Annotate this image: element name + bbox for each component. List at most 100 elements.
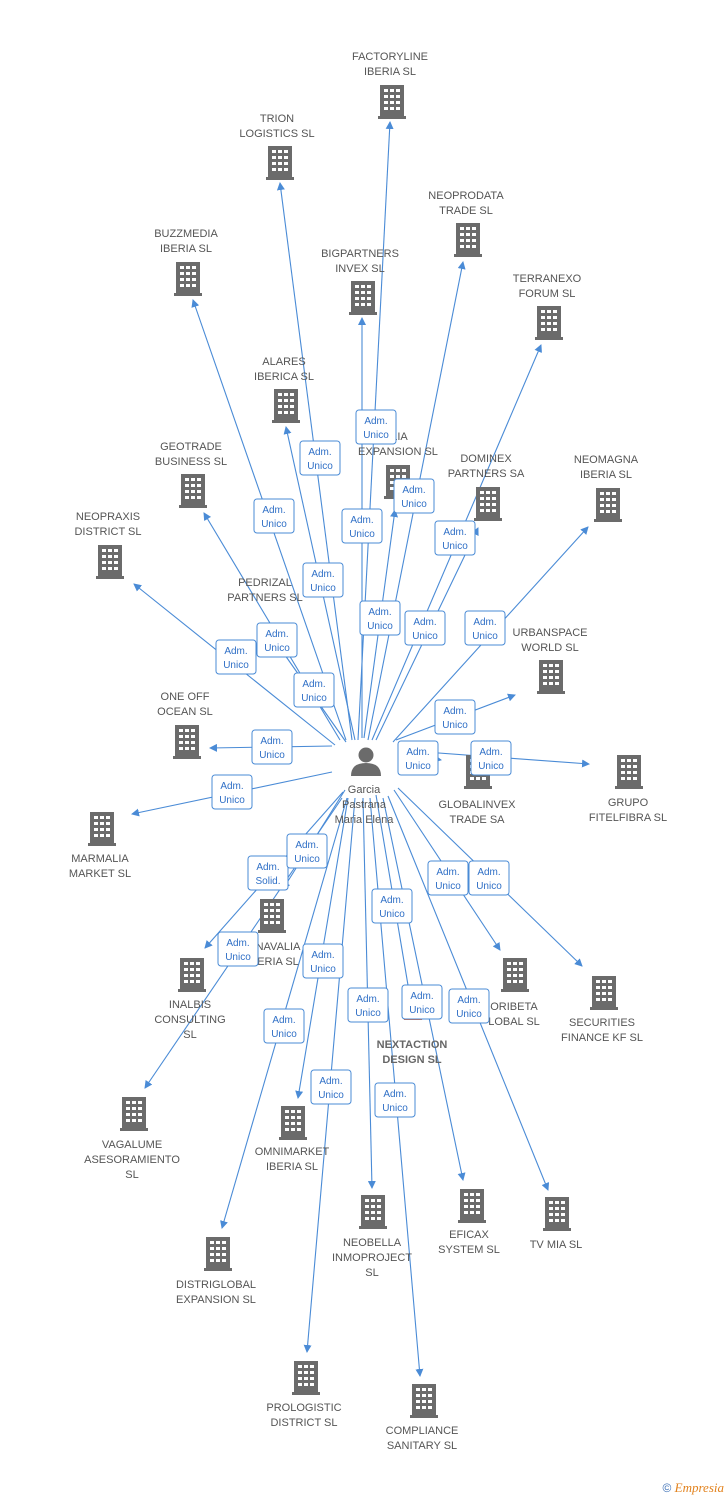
edge-label-factoryline[interactable]: Adm.Unico [355, 409, 397, 445]
edge-label-compliance[interactable]: Adm.Unico [374, 1082, 416, 1118]
edge-role-text: Adm.Solid. [255, 862, 280, 887]
building-icon [454, 223, 482, 257]
edge-label-neobella[interactable]: Adm.Unico [347, 987, 389, 1023]
edge-role-text: Adm.Unico [294, 840, 320, 865]
edge-role-text: Adm.Unico [225, 938, 251, 963]
edge-label-marmalia[interactable]: Adm.Unico [211, 774, 253, 810]
edge-label-globalinvex[interactable]: Adm.Unico [397, 740, 439, 776]
edge-label-neopraxis[interactable]: Adm.Unico [215, 639, 257, 675]
edge-role-text: Adm.Unico [355, 994, 381, 1019]
building-icon [590, 976, 618, 1010]
edge-role-text: Adm.Unico [456, 995, 482, 1020]
edge-label-pedrizal[interactable]: Adm.Unico [293, 672, 335, 708]
building-icon [359, 1195, 387, 1229]
edge-role-text: Adm.Unico [318, 1076, 344, 1101]
edge-role-text: Adm.Unico [363, 416, 389, 441]
edge-label-alares[interactable]: Adm.Unico [302, 562, 344, 598]
edge-label-distriglobal[interactable]: Adm.Unico [263, 1008, 305, 1044]
edge-role-text: Adm.Unico [219, 781, 245, 806]
edge-label-nextaction[interactable]: Adm.Unico [371, 888, 413, 924]
edge-label-securities[interactable]: Adm.Unico [468, 860, 510, 896]
edge-label-neomagna[interactable]: Adm.Unico [464, 610, 506, 646]
edge-label-expansion[interactable]: Adm.Unico [359, 600, 401, 636]
edge-label-inalbis[interactable]: Adm.Unico [286, 833, 328, 869]
edge-label-neoprodata[interactable]: Adm.Unico [393, 478, 435, 514]
edge-label-bigpartners[interactable]: Adm.Unico [341, 508, 383, 544]
edge-label-terranexo[interactable]: Adm.Unico [434, 520, 476, 556]
edge-label-buzzmedia[interactable]: Adm.Unico [253, 498, 295, 534]
edge-role-text: Adm.Unico [307, 447, 333, 472]
edge-label-dominex[interactable]: Adm.Unico [404, 610, 446, 646]
edge-label-vagalume[interactable]: Adm.Unico [217, 931, 259, 967]
edge-label-navalia[interactable]: Adm.Solid. [247, 855, 289, 891]
edge-label-trion[interactable]: Adm.Unico [299, 440, 341, 476]
building-icon [292, 1361, 320, 1395]
company-node-tvmia[interactable]: TV MIA SL [530, 1197, 583, 1251]
edge-label-prologistic[interactable]: Adm.Unico [310, 1069, 352, 1105]
edge-role-text: Adm.Unico [442, 706, 468, 731]
building-icon [537, 660, 565, 694]
edge-label-oribeta[interactable]: Adm.Unico [427, 860, 469, 896]
edge-label-tvmia[interactable]: Adm.Unico [448, 988, 490, 1024]
copyright-symbol: © [662, 1481, 672, 1495]
edge-label-geotrade[interactable]: Adm.Unico [256, 622, 298, 658]
company-label: TV MIA SL [530, 1239, 583, 1251]
edge-role-text: Adm.Unico [401, 485, 427, 510]
building-icon [179, 474, 207, 508]
edge-label-urbanspace[interactable]: Adm.Unico [434, 699, 476, 735]
edge-label-oneoff[interactable]: Adm.Unico [251, 729, 293, 765]
edge-label-grupofitel[interactable]: Adm.Unico [470, 740, 512, 776]
edge-label-omnimarket[interactable]: Adm.Unico [302, 943, 344, 979]
edge-role-text: Adm.Unico [261, 505, 287, 530]
edge-label-eficax[interactable]: Adm.Unico [401, 984, 443, 1020]
building-icon [535, 306, 563, 340]
building-icon [615, 755, 643, 789]
building-icon [458, 1189, 486, 1223]
building-icon [88, 812, 116, 846]
